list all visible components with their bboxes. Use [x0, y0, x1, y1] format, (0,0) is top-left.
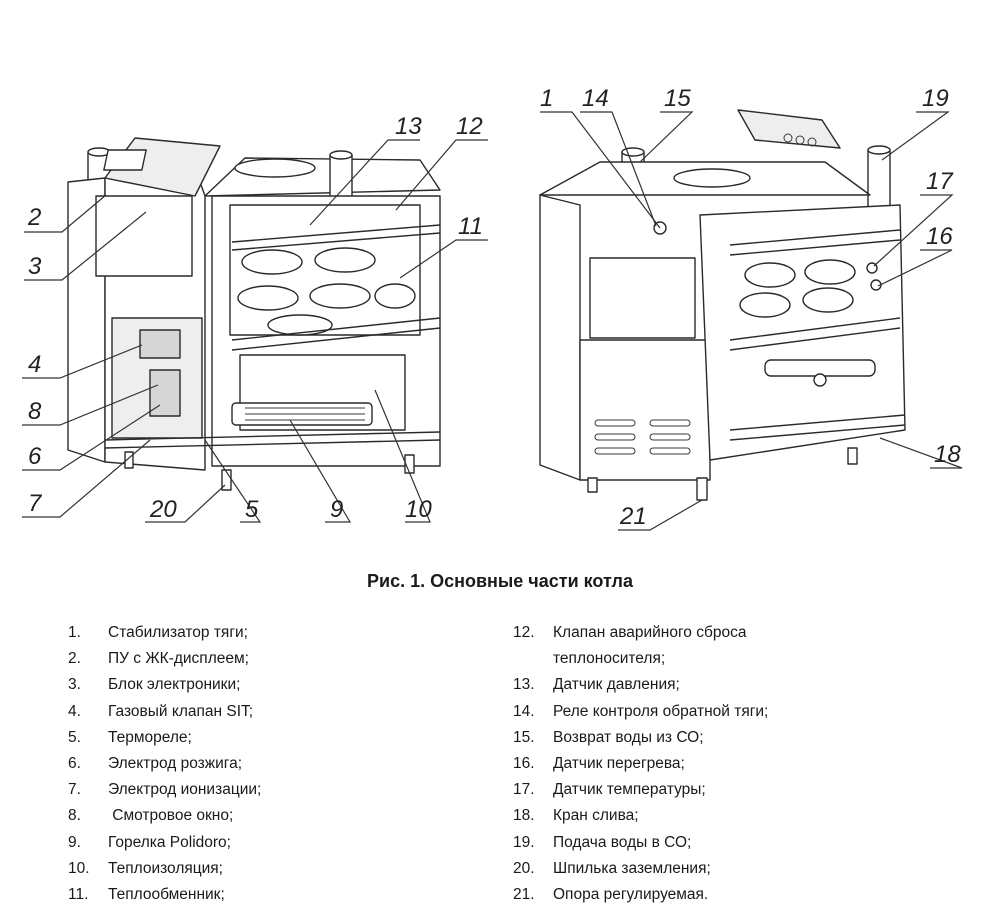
legend-text: Возврат воды из СО;	[553, 728, 704, 746]
legend-text: Стабилизатор тяги;	[108, 624, 248, 641]
legend-item: 18. Кран слива;	[513, 803, 963, 829]
legend-text: ПУ с ЖК-дисплеем;	[108, 650, 249, 668]
legend-item: 11. Теплообменник;	[68, 882, 488, 908]
callout-6: 6	[28, 443, 42, 470]
callout-20: 20	[149, 496, 177, 523]
callout-5: 5	[245, 496, 259, 523]
legend-item: 14. Реле контроля обратной тяги;	[513, 699, 963, 725]
legend-right-column: 12. Клапан аварийного сброса теплоносител…	[513, 620, 963, 908]
figure-caption: Рис. 1. Основные части котла	[367, 571, 633, 591]
legend-text: Газовый клапан SIT;	[108, 702, 254, 720]
legend-text: Термореле;	[108, 728, 192, 746]
callout-19: 19	[922, 85, 949, 112]
legend-number: 6.	[68, 755, 81, 773]
legend-item: 13. Датчик давления;	[513, 672, 963, 698]
boiler-front-view	[67, 137, 441, 491]
legend-left-column: 1. Стабилизатор тяги; 2. ПУ с ЖК-дисплеем;…	[68, 620, 488, 908]
callout-14: 14	[582, 85, 609, 112]
legend-text: Датчик перегрева;	[553, 755, 685, 773]
legend-number: 14.	[513, 702, 535, 720]
callout-9: 9	[330, 496, 343, 523]
boiler-rear-view	[539, 109, 906, 501]
legend-item: 20. Шпилька заземления;	[513, 856, 963, 882]
legend-text: теплоносителя;	[553, 650, 666, 668]
legend-text: Реле контроля обратной тяги;	[553, 702, 769, 720]
legend-item: 21. Опора регулируемая.	[513, 882, 963, 908]
callout-8: 8	[28, 398, 42, 425]
legend-number: 7.	[68, 781, 81, 799]
legend-item: 9. Горелка Polidoro;	[68, 830, 488, 856]
legend-number: 1.	[68, 624, 81, 641]
legend-number: 19.	[513, 833, 535, 851]
legend-text: Электрод розжига;	[108, 755, 243, 773]
legend-text: Теплоизоляция;	[108, 859, 223, 877]
legend-number: 20.	[513, 859, 535, 877]
legend-number: 16.	[513, 755, 535, 773]
boiler-diagram: 2 3 4 8 6 7 20 5 9 10 11 12 13 1 14 15 1…	[22, 85, 963, 531]
callout-21: 21	[619, 503, 647, 530]
callout-15: 15	[664, 85, 691, 112]
callout-3: 3	[28, 253, 42, 280]
legend-item: 6. Электрод розжига;	[68, 751, 488, 777]
callout-10: 10	[405, 496, 432, 523]
callout-7: 7	[28, 490, 43, 517]
legend-number: 3.	[68, 676, 81, 694]
legend-text: Опора регулируемая.	[553, 886, 709, 904]
legend-text: Смотровое окно;	[108, 807, 234, 825]
legend-item: 2. ПУ с ЖК-дисплеем;	[68, 646, 488, 672]
legend-text: Клапан аварийного сброса	[553, 624, 747, 641]
heat-exchanger-coils	[237, 247, 416, 336]
legend-text: Шпилька заземления;	[553, 859, 711, 877]
callout-13: 13	[395, 113, 422, 140]
callout-4: 4	[28, 351, 41, 378]
legend-item: 4. Газовый клапан SIT;	[68, 699, 488, 725]
legend-item: 8. Смотровое окно;	[68, 803, 488, 829]
legend-number: 8.	[68, 807, 81, 825]
legend-text: Электрод ионизации;	[108, 781, 262, 799]
callout-18: 18	[934, 441, 961, 468]
callout-2: 2	[27, 204, 41, 231]
legend-number: 21.	[513, 886, 535, 904]
legend-item: 7. Электрод ионизации;	[68, 777, 488, 803]
callout-1: 1	[540, 85, 553, 112]
legend-number: 13.	[513, 676, 535, 694]
legend-text: Датчик давления;	[553, 676, 680, 694]
legend-number: 9.	[68, 833, 81, 851]
heat-exchanger-coils	[739, 259, 856, 318]
legend-number: 2.	[68, 650, 81, 668]
legend-text: Кран слива;	[553, 807, 639, 825]
legend-item: 19. Подача воды в СО;	[513, 830, 963, 856]
leader-lines	[22, 111, 963, 531]
legend-item: 12. Клапан аварийного сброса	[513, 620, 963, 646]
callout-17: 17	[926, 168, 954, 195]
legend-item: 15. Возврат воды из СО;	[513, 725, 963, 751]
legend-number: 11.	[68, 886, 89, 904]
vent-slots	[594, 419, 691, 455]
callout-12: 12	[456, 113, 483, 140]
legend-item-continuation: теплоносителя;	[513, 646, 963, 672]
legend-item: 10. Теплоизоляция;	[68, 856, 488, 882]
legend-text: Горелка Polidoro;	[108, 833, 231, 851]
callout-labels: 2 3 4 8 6 7 20 5 9 10 11 12 13 1 14 15 1…	[27, 85, 961, 530]
legend-item: 17. Датчик температуры;	[513, 777, 963, 803]
legend-number: 10.	[68, 859, 90, 877]
legend-number: 18.	[513, 807, 535, 825]
legend-text: Теплообменник;	[108, 886, 225, 904]
callout-11: 11	[458, 213, 483, 240]
callout-16: 16	[926, 223, 953, 250]
legend-item: 1. Стабилизатор тяги;	[68, 620, 488, 646]
legend-number: 4.	[68, 702, 81, 720]
legend-number: 12.	[513, 624, 535, 641]
legend-number: 15.	[513, 728, 535, 746]
legend-item: 3. Блок электроники;	[68, 672, 488, 698]
legend-number: 17.	[513, 781, 535, 799]
legend-text: Датчик температуры;	[553, 781, 706, 799]
legend-item: 16. Датчик перегрева;	[513, 751, 963, 777]
legend-text: Подача воды в СО;	[553, 833, 692, 851]
legend-text: Блок электроники;	[108, 676, 241, 694]
legend-item: 5. Термореле;	[68, 725, 488, 751]
legend-number: 5.	[68, 728, 81, 746]
